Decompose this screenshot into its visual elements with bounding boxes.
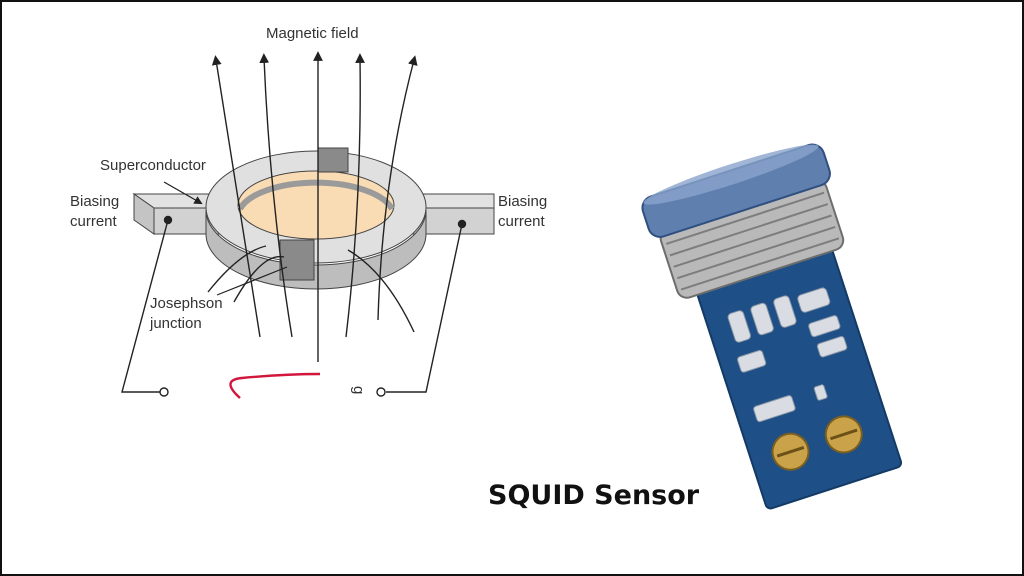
magnetic-field-label: Magnetic field [266,25,359,42]
josephson-junction-back [317,147,349,173]
rotated-glyph: g [350,386,367,394]
sensor-screws [771,415,863,471]
biasing-right-label-1: Biasing [498,193,547,210]
red-squiggle [229,372,321,399]
biasing-right-label-2: current [498,213,546,230]
sensor-pads [727,287,848,423]
magnetic-field-lines [207,51,418,362]
josephson-label-2: junction [149,315,202,332]
bias-wires [121,215,467,397]
josephson-label-1: Josephson [150,295,223,312]
superconductor-label: Superconductor [100,157,206,174]
sensor-caption: SQUID Sensor [488,480,700,511]
biasing-left-label-1: Biasing [70,193,119,210]
josephson-junction-front [279,239,315,281]
biasing-left-label-2: current [70,213,118,230]
